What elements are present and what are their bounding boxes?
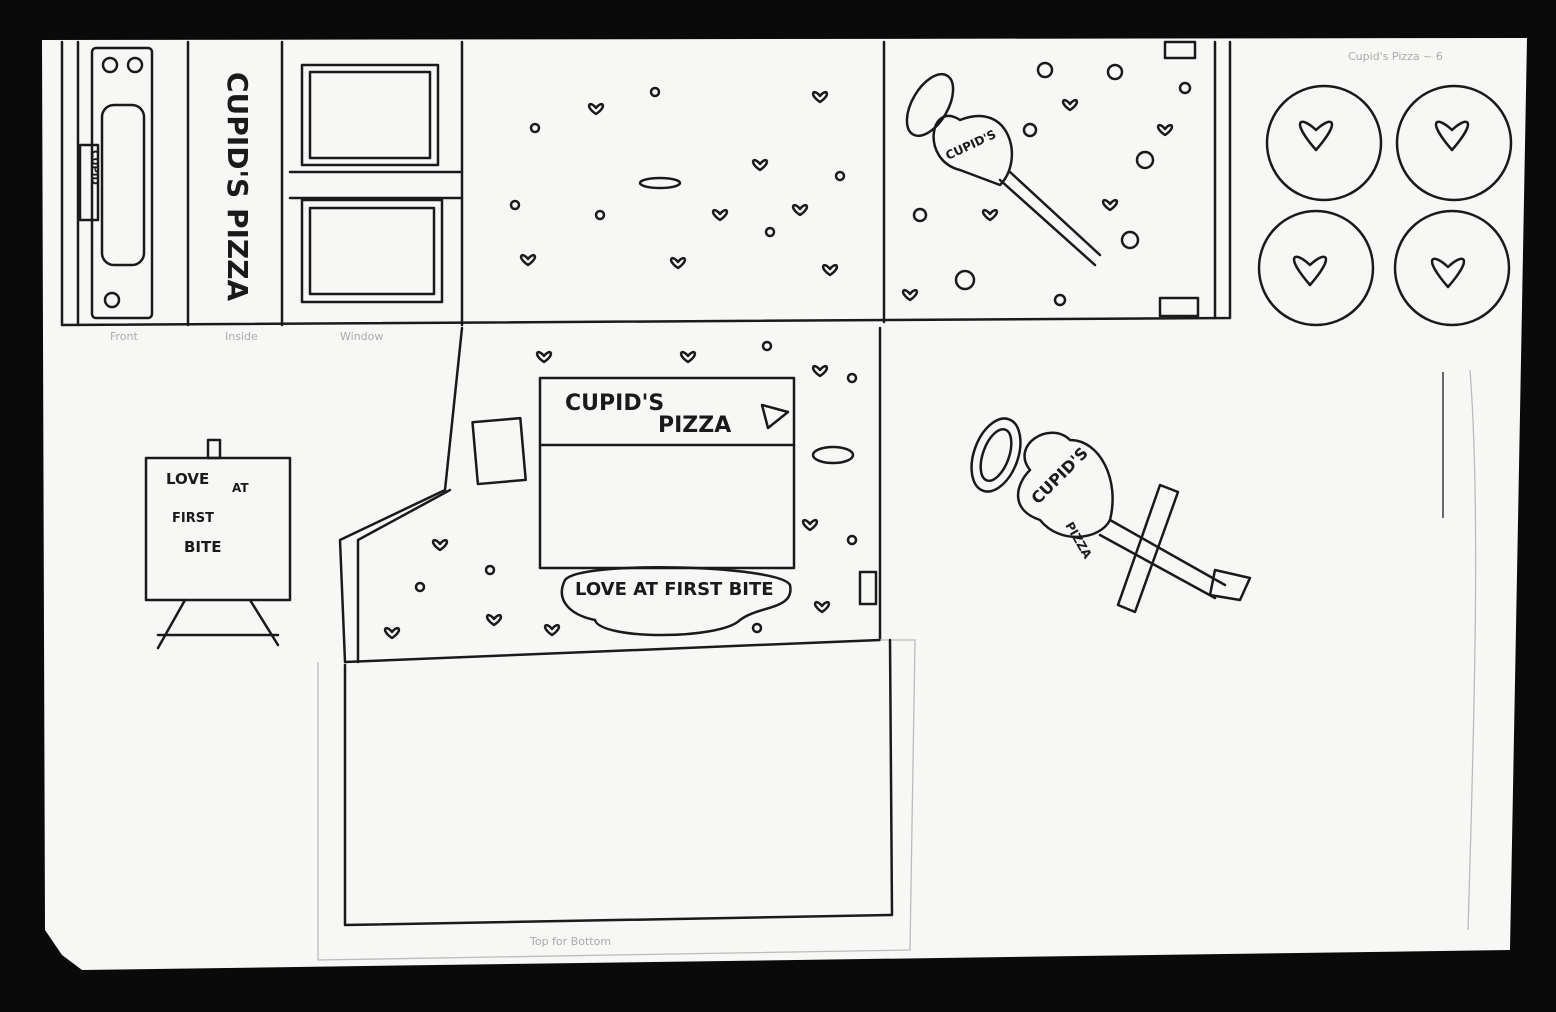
easel-text-at: AT	[232, 481, 249, 495]
easel-text-first: FIRST	[172, 511, 214, 526]
easel-text-bite: BITE	[184, 538, 222, 556]
corner-note: Cupid's Pizza ~ 6	[1348, 50, 1443, 63]
panel-label-window: Window	[340, 330, 383, 343]
easel-sign: LOVE AT FIRST BITE	[144, 438, 292, 650]
bottom-label: Top for Bottom	[529, 935, 611, 948]
easel-text-love: LOVE	[166, 470, 209, 488]
lid-brand-line2: PIZZA	[658, 413, 731, 438]
panel-label-front: Front	[110, 330, 139, 343]
paper-sheet	[42, 38, 1527, 970]
bottom-panel: Top for Bottom	[317, 638, 916, 961]
lid-panel: CUPID'S PIZZA LOVE AT FIRST BITE	[338, 326, 882, 664]
paper-fold	[1467, 369, 1477, 931]
brand-side-text: CUPID'S PIZZA	[221, 72, 254, 301]
side-tab-label: CUPID	[89, 150, 100, 185]
lid-slogan: LOVE AT FIRST BITE	[575, 579, 774, 600]
panel-label-inside: Inside	[225, 330, 258, 343]
lid-brand-line1: CUPID'S	[565, 391, 664, 416]
